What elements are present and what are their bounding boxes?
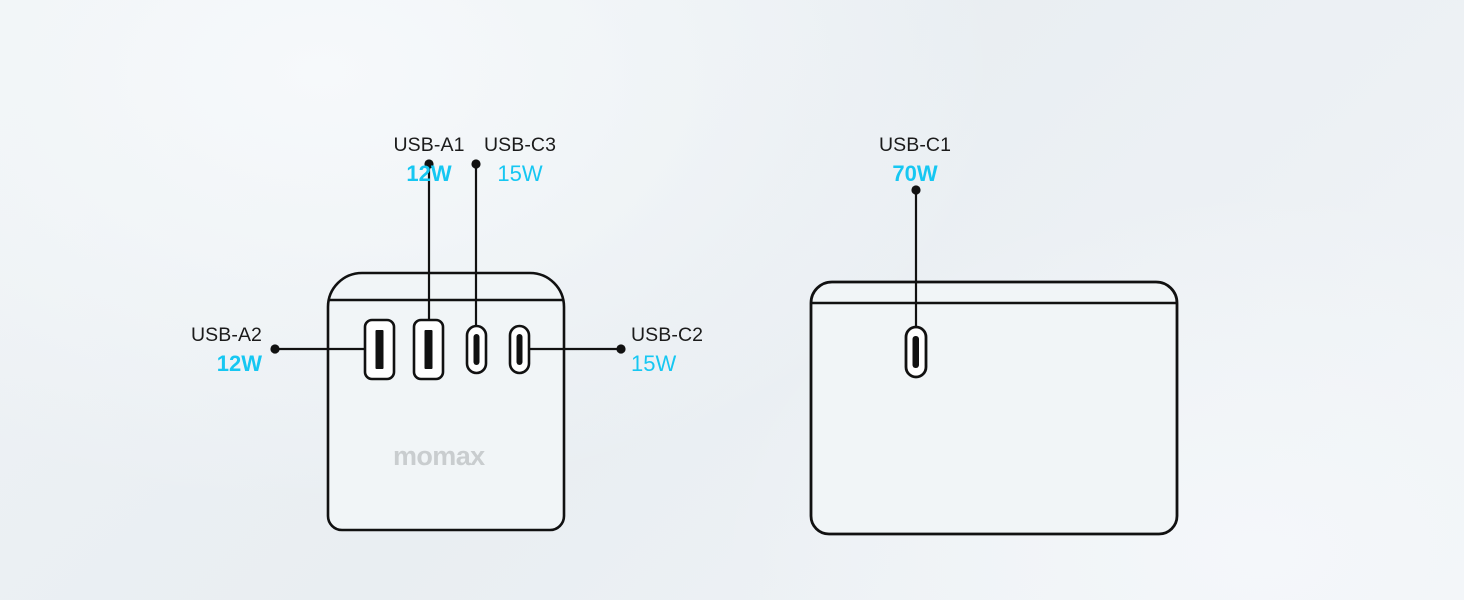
- port-usb-c1[interactable]: [904, 325, 928, 379]
- callout-usb-a2: USB-A2 12W: [110, 324, 262, 376]
- front-ports-group: [363, 318, 531, 381]
- leader-dot-usb-a1: [424, 159, 434, 169]
- callout-usb-c2-watt: 15W: [631, 350, 677, 376]
- leader-dot-usb-c2: [616, 344, 626, 354]
- leader-dot-usb-c3: [471, 159, 481, 169]
- leader-lines-front: [270, 159, 626, 354]
- callout-usb-a1: USB-A1 12W: [339, 134, 519, 186]
- callout-usb-c3-name: USB-C3: [483, 134, 557, 156]
- charger-side-view: [809, 280, 1179, 536]
- callout-usb-c1-name: USB-C1: [878, 134, 952, 156]
- callout-usb-c1-watt: 70W: [892, 160, 938, 186]
- port-usb-a1[interactable]: [412, 318, 445, 381]
- callout-usb-c1: USB-C1 70W: [876, 134, 954, 186]
- callout-usb-c2: USB-C2 15W: [631, 324, 791, 376]
- charger-side-body: [809, 280, 1179, 536]
- callout-usb-a1-watt: 12W: [406, 160, 452, 186]
- charger-front-body: [326, 271, 566, 532]
- callout-usb-a2-watt: 12W: [216, 350, 262, 376]
- leader-dot-usb-c1: [911, 185, 921, 195]
- callout-usb-c3-watt: 15W: [497, 160, 543, 186]
- leader-dot-usb-a2: [270, 344, 280, 354]
- leader-lines-side: [911, 185, 921, 330]
- callout-usb-c3: USB-C3 15W: [481, 134, 559, 186]
- brand-logo: momax: [393, 441, 485, 471]
- port-usb-c3[interactable]: [465, 324, 488, 375]
- port-usb-c2[interactable]: [508, 324, 531, 375]
- callout-usb-a1-name: USB-A1: [393, 134, 465, 156]
- callout-usb-a2-name: USB-A2: [190, 324, 262, 346]
- callout-usb-c2-name: USB-C2: [631, 324, 704, 346]
- port-usb-a2[interactable]: [363, 318, 396, 381]
- charger-front-view: [326, 271, 566, 532]
